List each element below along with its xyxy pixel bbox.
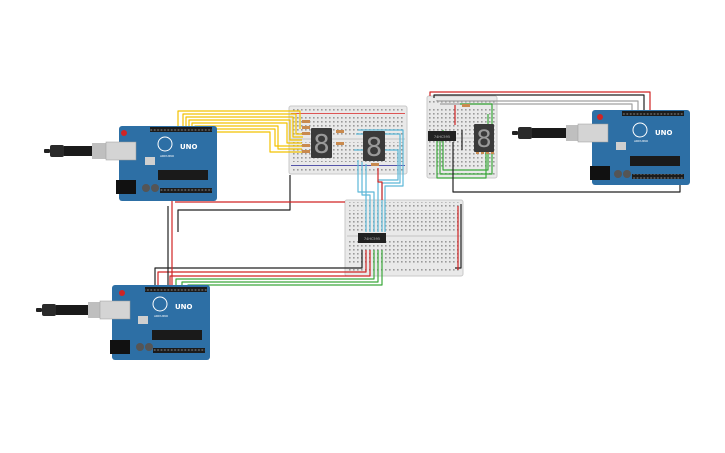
board-pcb — [112, 285, 210, 360]
wire-red-bb1[interactable] — [377, 168, 383, 200]
atmega-chip — [630, 156, 680, 166]
usb-connector — [92, 143, 107, 159]
reset-button[interactable] — [597, 114, 603, 120]
display-digit: 8 — [313, 130, 330, 160]
seven-segment-display-1[interactable]: 8 — [311, 128, 332, 160]
usb-cable-head — [42, 304, 56, 316]
crystal — [616, 142, 626, 150]
capacitor — [136, 343, 144, 351]
board-model-label: UNO — [180, 143, 198, 151]
arduino-uno-bottom-left[interactable]: UNO ARDUINO — [36, 285, 210, 360]
power-jack — [110, 340, 130, 354]
shift-register-chip-1[interactable]: 74HC595 — [358, 233, 386, 243]
capacitor — [151, 184, 159, 192]
board-maker-label: ARDUINO — [160, 154, 175, 158]
arduino-logo — [152, 296, 168, 312]
usb-port — [105, 141, 137, 161]
board-model-label: UNO — [655, 129, 673, 137]
board-pcb — [592, 110, 690, 185]
digital-header — [150, 127, 212, 132]
wire-black-bb1[interactable] — [177, 175, 291, 232]
chip-label: 74HC595 — [434, 135, 450, 139]
arduino-uno-right[interactable]: UNO ARDUINO — [512, 110, 690, 185]
analog-header — [153, 348, 205, 353]
usb-cable-plug — [44, 149, 50, 153]
board-pcb — [119, 126, 217, 201]
usb-cable-head — [50, 145, 64, 157]
usb-cable-body — [532, 128, 566, 138]
shift-register-chip-2[interactable]: 74HC595 — [428, 131, 456, 141]
crystal — [138, 316, 148, 324]
arduino-logo — [632, 122, 648, 138]
usb-connector — [88, 302, 103, 318]
usb-port — [99, 300, 131, 320]
seven-segment-display-3[interactable]: 8 — [474, 124, 494, 153]
usb-cable-plug — [36, 308, 42, 312]
crystal — [145, 157, 155, 165]
power-jack — [116, 180, 136, 194]
capacitor — [614, 170, 622, 178]
resistors-bb1[interactable] — [302, 120, 379, 166]
reset-button[interactable] — [121, 130, 127, 136]
display-digit: 8 — [366, 133, 383, 163]
usb-connector — [566, 125, 581, 141]
usb-cable-plug — [512, 131, 518, 135]
atmega-chip — [152, 330, 202, 340]
chip-label: 74HC595 — [364, 237, 380, 241]
wire-black-bb2[interactable] — [455, 204, 462, 269]
arduino-uno-top-left[interactable]: UNO ARDUINO — [44, 126, 217, 201]
arduino-logo — [157, 136, 173, 152]
capacitor — [623, 170, 631, 178]
analog-header — [160, 188, 212, 193]
usb-cable-head — [518, 127, 532, 139]
board-maker-label: ARDUINO — [154, 314, 169, 318]
board-maker-label: ARDUINO — [634, 139, 649, 143]
usb-port — [577, 123, 609, 143]
capacitor — [145, 343, 153, 351]
usb-cable-body — [64, 146, 92, 156]
board-model-label: UNO — [175, 303, 193, 311]
digital-header — [145, 287, 207, 292]
seven-segment-display-2[interactable]: 8 — [363, 131, 385, 163]
wire-bundle-bottom[interactable] — [154, 250, 383, 288]
usb-cable-body — [56, 305, 88, 315]
wires[interactable] — [154, 91, 681, 352]
breadboard-top[interactable] — [288, 105, 408, 175]
power-jack — [590, 166, 610, 180]
atmega-chip — [158, 170, 208, 180]
analog-header — [632, 174, 684, 179]
digital-header — [622, 111, 684, 116]
capacitor — [142, 184, 150, 192]
display-digit: 8 — [476, 125, 491, 153]
reset-button[interactable] — [119, 290, 125, 296]
